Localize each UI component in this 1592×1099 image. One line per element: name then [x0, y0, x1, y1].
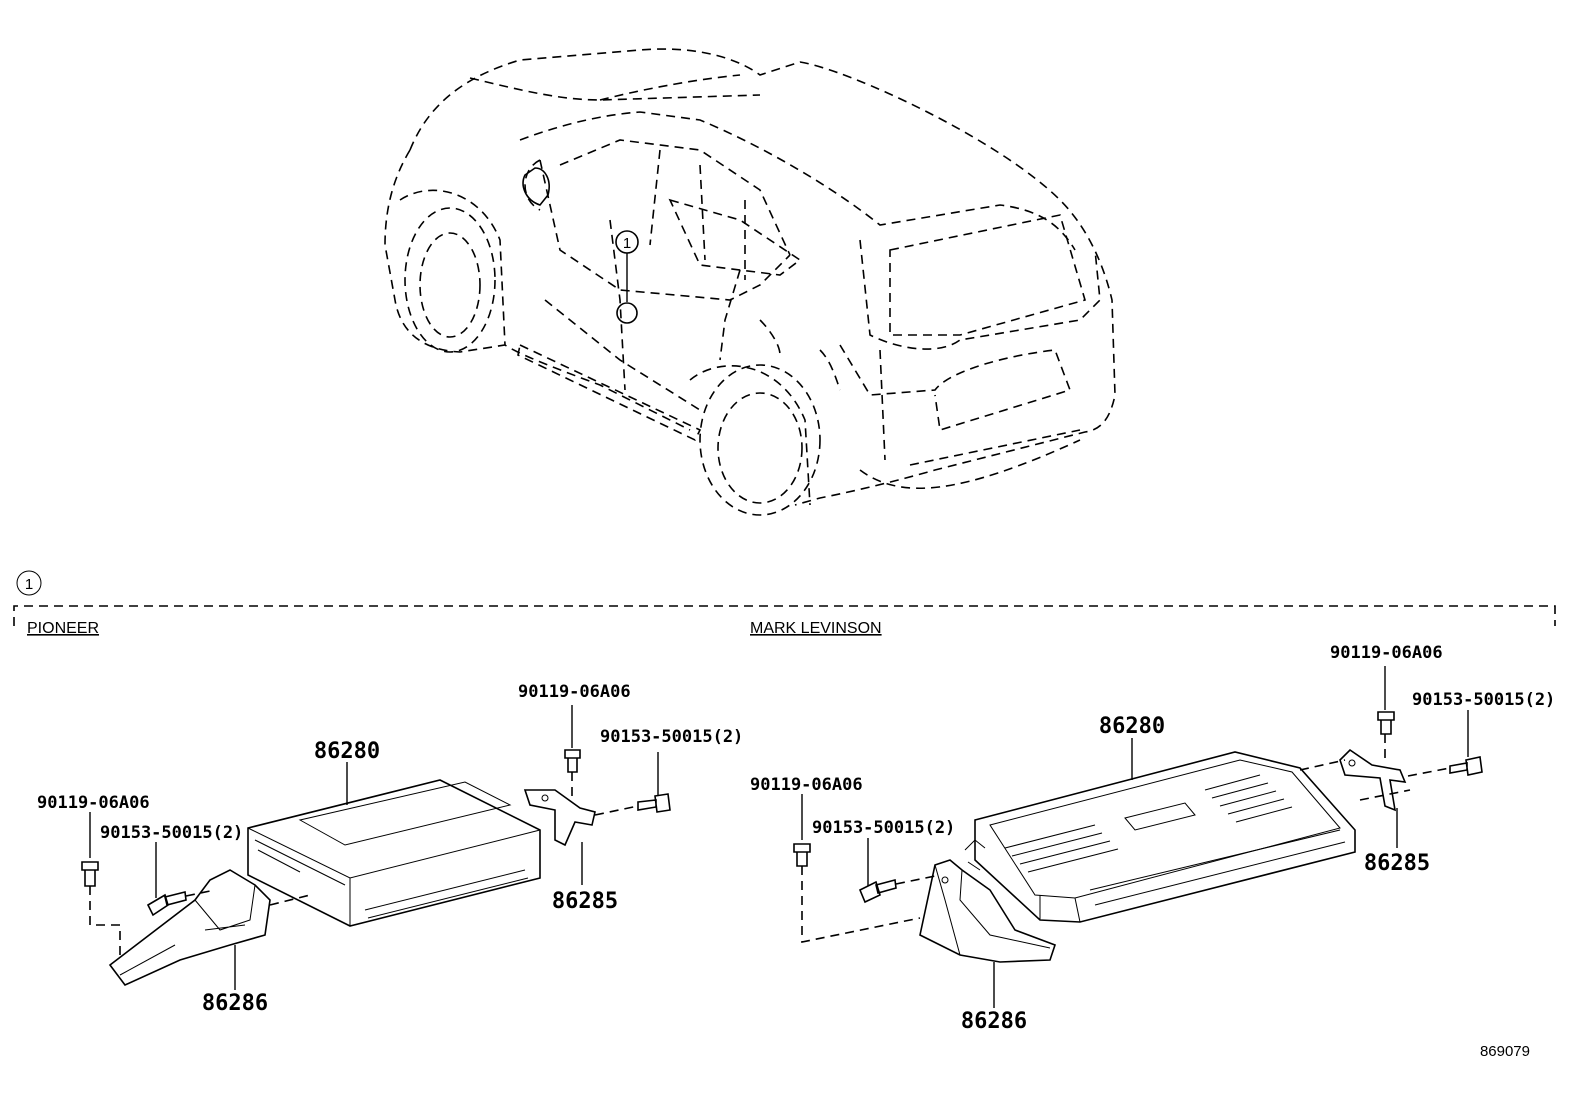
section-title-mark-levinson: MARK LEVINSON	[750, 620, 882, 637]
mark-levinson-screw-left	[858, 878, 897, 904]
pioneer-label-86286: 86286	[202, 991, 268, 1016]
figure-reference-number: 869079	[1480, 1043, 1530, 1060]
mark-levinson-label-screw-right: 90153-50015(2)	[1412, 690, 1555, 710]
detail-callout-number: 1	[25, 576, 33, 593]
pioneer-label-86280: 86280	[314, 739, 380, 764]
pioneer-label-bolt-right: 90119-06A06	[518, 682, 631, 702]
pioneer-bracket-front	[108, 869, 271, 986]
mark-levinson-bracket-rear	[1339, 748, 1407, 812]
pioneer-label-bolt-left: 90119-06A06	[37, 793, 150, 813]
mark-levinson-screw-right	[1449, 756, 1483, 776]
mark-levinson-label-86285: 86285	[1364, 851, 1430, 876]
mark-levinson-bolt-left	[793, 843, 811, 867]
mark-levinson-bracket-front	[919, 859, 1057, 963]
pioneer-screw-right	[637, 793, 671, 813]
mark-levinson-label-bolt-left: 90119-06A06	[750, 775, 863, 795]
pioneer-amplifier	[247, 779, 541, 927]
pioneer-label-screw-left: 90153-50015(2)	[100, 823, 243, 843]
detail-section-header: 1	[13, 570, 1556, 626]
mark-levinson-bolt-right	[1377, 711, 1395, 735]
pioneer-assembly	[81, 705, 671, 990]
pioneer-label-86285: 86285	[552, 889, 618, 914]
mark-levinson-label-86286: 86286	[961, 1009, 1027, 1034]
section-title-pioneer: PIONEER	[27, 620, 99, 637]
mark-levinson-label-bolt-right: 90119-06A06	[1330, 643, 1443, 663]
vehicle-callout-number: 1	[623, 235, 631, 252]
mark-levinson-amplifier	[964, 751, 1356, 923]
pioneer-bolt-left	[81, 861, 99, 887]
pioneer-screw-left	[146, 891, 187, 917]
pioneer-label-screw-right: 90153-50015(2)	[600, 727, 743, 747]
pioneer-bolt-right	[564, 749, 581, 773]
mark-levinson-assembly	[793, 666, 1483, 1008]
pioneer-bracket-rear	[523, 789, 596, 847]
mark-levinson-label-86280: 86280	[1099, 714, 1165, 739]
mark-levinson-label-screw-left: 90153-50015(2)	[812, 818, 955, 838]
vehicle-illustration: 1	[384, 48, 1116, 516]
